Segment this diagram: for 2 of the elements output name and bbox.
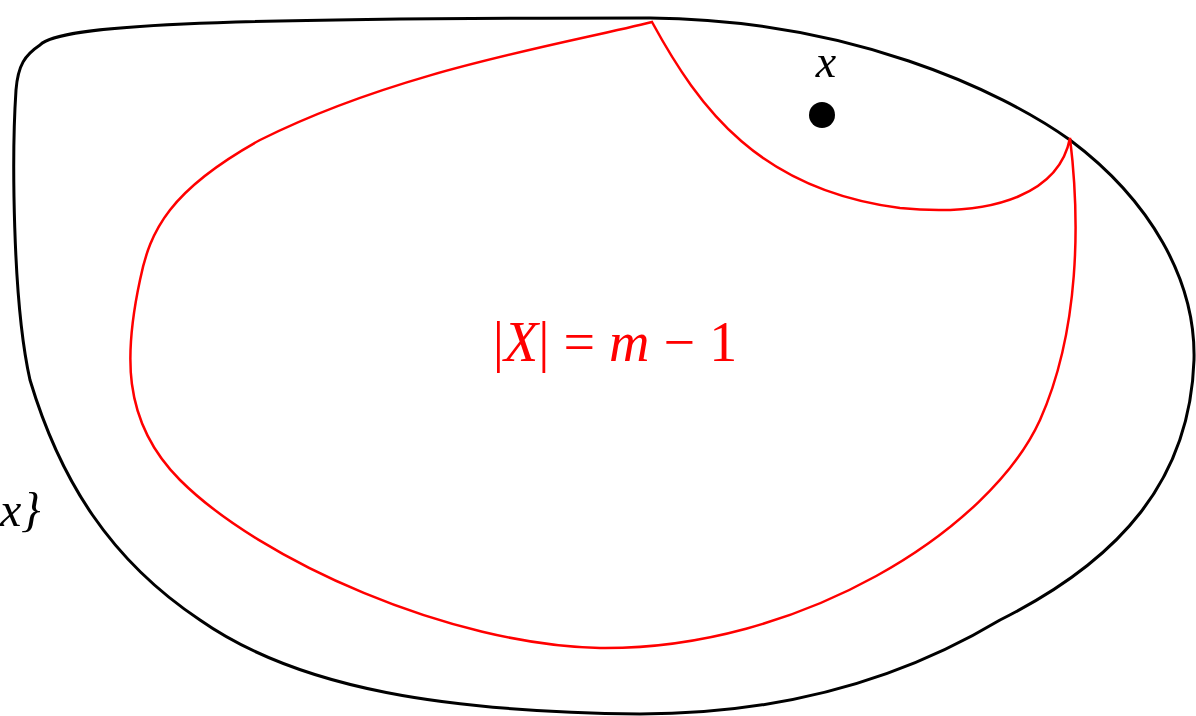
set-label: x} (0, 486, 41, 534)
point-label: x (815, 39, 837, 85)
